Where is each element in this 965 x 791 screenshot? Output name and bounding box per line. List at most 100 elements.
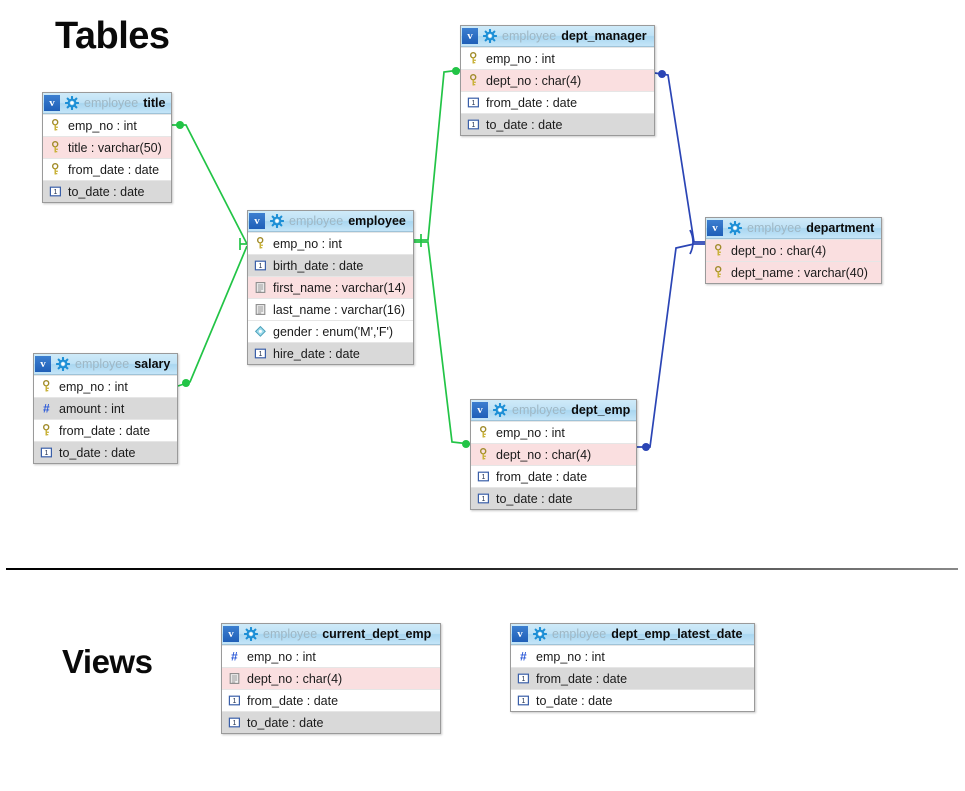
tables-section-heading: Tables bbox=[55, 15, 170, 57]
column-row[interactable]: emp_no : int bbox=[248, 232, 413, 254]
svg-text:1: 1 bbox=[471, 122, 475, 129]
svg-text:1: 1 bbox=[521, 698, 525, 705]
column-row[interactable]: emp_no : int bbox=[471, 421, 636, 443]
entity-name-label: department bbox=[806, 221, 875, 235]
view-badge-icon: v bbox=[223, 626, 239, 642]
view-badge-icon: v bbox=[35, 356, 51, 372]
entity-schema-label: employee bbox=[552, 627, 607, 641]
column-label: to_date : date bbox=[68, 184, 145, 199]
column-row[interactable]: dept_name : varchar(40) bbox=[706, 261, 881, 283]
column-row[interactable]: dept_no : char(4) bbox=[222, 667, 440, 689]
column-label: dept_no : char(4) bbox=[731, 243, 827, 258]
column-row[interactable]: emp_no : int bbox=[43, 114, 171, 136]
gear-icon bbox=[728, 221, 742, 235]
column-row[interactable]: emp_no : int bbox=[461, 47, 654, 69]
date-icon: 1 bbox=[467, 119, 479, 130]
column-row[interactable]: title : varchar(50) bbox=[43, 136, 171, 158]
text-icon bbox=[229, 673, 240, 684]
view-badge-icon: v bbox=[44, 95, 60, 111]
gear-icon bbox=[244, 627, 258, 641]
column-label: from_date : date bbox=[536, 671, 628, 686]
svg-text:#: # bbox=[231, 650, 238, 663]
numeric-icon: # bbox=[43, 402, 50, 415]
section-divider bbox=[6, 568, 958, 570]
gear-icon bbox=[493, 403, 507, 417]
key-icon bbox=[469, 74, 477, 86]
column-label: dept_no : char(4) bbox=[486, 73, 582, 88]
column-label: from_date : date bbox=[496, 469, 588, 484]
column-row[interactable]: dept_no : char(4) bbox=[471, 443, 636, 465]
date-icon: 1 bbox=[467, 97, 479, 108]
column-label: to_date : date bbox=[59, 445, 136, 460]
key-icon bbox=[479, 448, 487, 460]
gear-icon bbox=[483, 29, 497, 43]
column-row[interactable]: gender : enum('M','F') bbox=[248, 320, 413, 342]
svg-text:#: # bbox=[43, 402, 50, 415]
column-row[interactable]: from_date : date bbox=[43, 158, 171, 180]
column-label: last_name : varchar(16) bbox=[273, 302, 406, 317]
svg-text:1: 1 bbox=[232, 720, 236, 727]
view-badge-icon: v bbox=[472, 402, 488, 418]
entity-schema-label: employee bbox=[512, 403, 567, 417]
column-row[interactable]: #emp_no : int bbox=[511, 645, 754, 667]
views-section-heading: Views bbox=[62, 643, 153, 680]
text-icon bbox=[255, 304, 266, 315]
column-row[interactable]: 1 from_date : date bbox=[471, 465, 636, 487]
key-icon bbox=[51, 163, 59, 175]
column-label: dept_name : varchar(40) bbox=[731, 265, 868, 280]
column-label: dept_no : char(4) bbox=[496, 447, 592, 462]
entity-schema-label: employee bbox=[502, 29, 557, 43]
column-row[interactable]: first_name : varchar(14) bbox=[248, 276, 413, 298]
date-icon: 1 bbox=[40, 447, 52, 458]
column-label: emp_no : int bbox=[536, 649, 605, 664]
key-icon bbox=[51, 141, 59, 153]
date-icon: 1 bbox=[517, 695, 529, 706]
column-row[interactable]: #amount : int bbox=[34, 397, 177, 419]
relationship-employee-dept_emp bbox=[414, 241, 471, 448]
view-badge-icon: v bbox=[462, 28, 478, 44]
column-row[interactable]: last_name : varchar(16) bbox=[248, 298, 413, 320]
column-row[interactable]: emp_no : int bbox=[34, 375, 177, 397]
column-row[interactable]: #emp_no : int bbox=[222, 645, 440, 667]
column-row[interactable]: from_date : date bbox=[34, 419, 177, 441]
column-row[interactable]: dept_no : char(4) bbox=[461, 69, 654, 91]
column-row[interactable]: 1 to_date : date bbox=[34, 441, 177, 463]
entity-schema-label: employee bbox=[747, 221, 802, 235]
entity-schema-label: employee bbox=[84, 96, 139, 110]
column-label: to_date : date bbox=[496, 491, 573, 506]
date-icon: 1 bbox=[254, 348, 266, 359]
column-row[interactable]: dept_no : char(4) bbox=[706, 239, 881, 261]
text-icon bbox=[255, 282, 266, 293]
date-icon: 1 bbox=[228, 695, 240, 706]
column-label: from_date : date bbox=[59, 423, 151, 438]
column-label: gender : enum('M','F') bbox=[273, 324, 394, 339]
gear-icon bbox=[56, 357, 70, 371]
date-icon: 1 bbox=[477, 471, 489, 482]
